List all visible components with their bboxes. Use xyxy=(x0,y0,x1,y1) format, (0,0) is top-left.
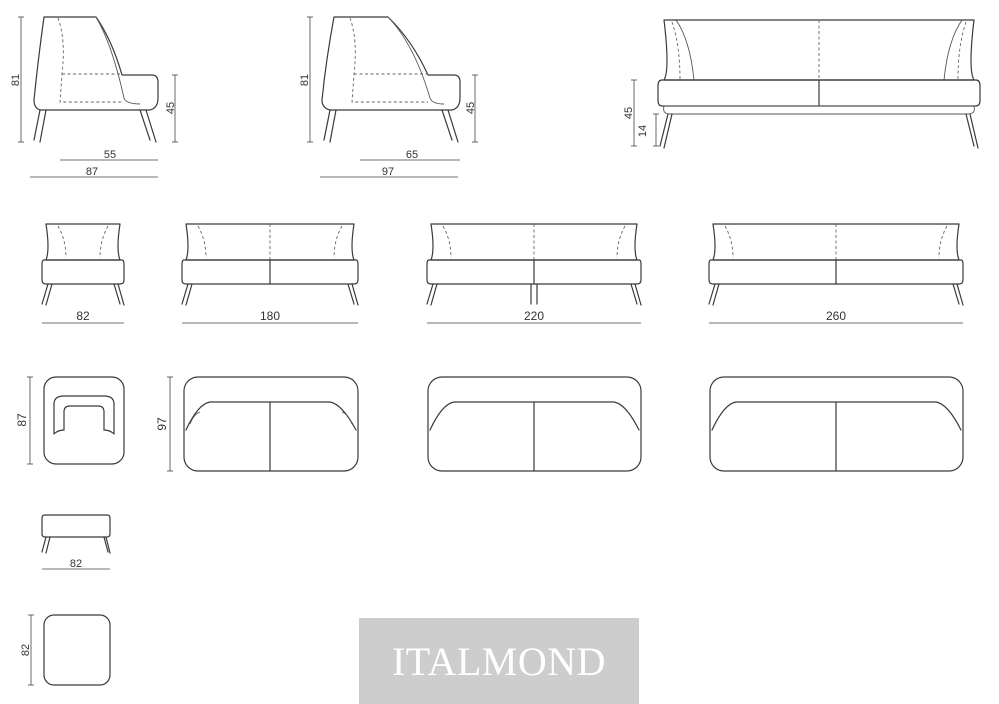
armchair-height-label: 81 xyxy=(10,74,22,86)
side-view-sofa: 81 45 65 97 xyxy=(299,16,478,178)
armchair-seat-height-label: 45 xyxy=(165,102,177,114)
front-view-sofa-220: 220 xyxy=(426,223,642,324)
front-view-armchair: 82 xyxy=(41,223,125,324)
top-armchair-depth-label: 87 xyxy=(15,413,29,427)
top-view-armchair: 87 xyxy=(15,376,125,465)
brand-logo: ITALMOND xyxy=(359,618,639,704)
sofa-depth-label: 97 xyxy=(382,166,394,178)
top-sofa-depth-label: 97 xyxy=(155,417,169,431)
pouf-depth-label: 82 xyxy=(20,644,32,656)
front-sofa220-width-label: 220 xyxy=(524,309,544,323)
side-view-armchair: 81 45 55 87 xyxy=(10,16,178,178)
sofa-height-label: 81 xyxy=(299,74,311,86)
sofa-seat-depth-label: 65 xyxy=(406,149,418,161)
sofa-seat-height-label: 45 xyxy=(465,102,477,114)
back-leg-height-label: 14 xyxy=(637,125,649,137)
top-view-sofa-260 xyxy=(709,376,964,472)
front-sofa180-width-label: 180 xyxy=(260,309,280,323)
armchair-depth-label: 87 xyxy=(86,166,98,178)
top-view-pouf: 82 xyxy=(20,614,111,686)
front-view-sofa-180: 180 xyxy=(181,223,359,324)
top-view-sofa-180: 97 xyxy=(155,376,359,472)
front-view-pouf: 82 xyxy=(41,514,111,570)
back-view-sofa: 45 14 xyxy=(623,19,981,149)
top-view-sofa-220 xyxy=(427,376,642,472)
front-armchair-width-label: 82 xyxy=(76,309,90,323)
front-sofa260-width-label: 260 xyxy=(826,309,846,323)
armchair-seat-depth-label: 55 xyxy=(104,149,116,161)
pouf-width-label: 82 xyxy=(70,558,82,570)
brand-logo-text: ITALMOND xyxy=(391,638,607,684)
front-view-sofa-260: 260 xyxy=(708,223,964,324)
back-seat-height-label: 45 xyxy=(623,107,635,119)
